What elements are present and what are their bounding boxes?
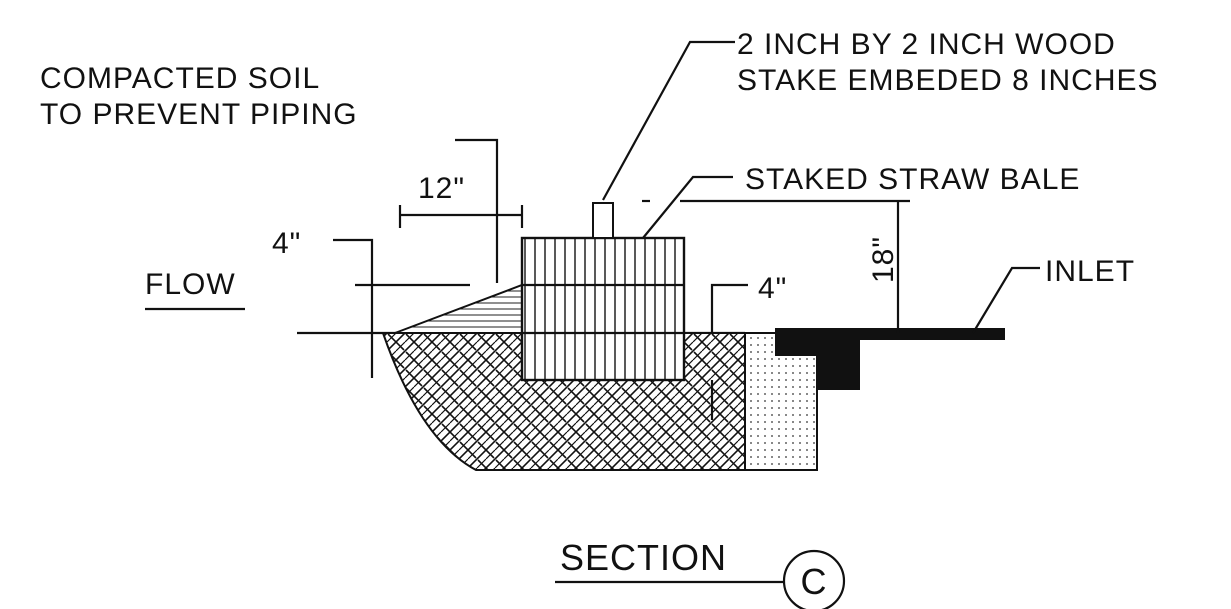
inlet-grate	[775, 328, 1005, 340]
inlet-lip	[775, 340, 860, 356]
straw-bale	[520, 236, 686, 382]
dim-4-embed-label: 4"	[758, 272, 787, 305]
wood-stake	[592, 202, 614, 239]
stake-leader	[602, 40, 735, 201]
stake-label-2: STAKE EMBEDED 8 INCHES	[737, 64, 1159, 97]
section-marker-letter: C	[801, 561, 828, 602]
dim-18-label: 18"	[867, 236, 900, 283]
dim-4-soil-leader	[333, 238, 374, 378]
section-title: SECTION	[560, 537, 727, 578]
straw-bale-label: STAKED STRAW BALE	[745, 163, 1080, 196]
inlet-wall	[817, 356, 860, 390]
inlet-leader	[972, 266, 1040, 334]
dim-4-embed-leader	[710, 283, 748, 333]
compacted-soil-wedge	[394, 283, 523, 334]
inlet-label: INLET	[1045, 255, 1135, 288]
section-marker-circle	[782, 549, 846, 609]
stake-label-1: 2 INCH BY 2 INCH WOOD	[737, 28, 1116, 61]
compacted-soil-leader	[455, 138, 499, 283]
compacted-soil-label-2: TO PREVENT PIPING	[40, 98, 358, 131]
compacted-soil-label-1: COMPACTED SOIL	[40, 62, 320, 95]
dim-12-label: 12"	[418, 172, 465, 205]
straw-bale-leader	[642, 175, 733, 239]
dim-4-soil-label: 4"	[272, 227, 301, 260]
flow-label: FLOW	[145, 268, 236, 301]
